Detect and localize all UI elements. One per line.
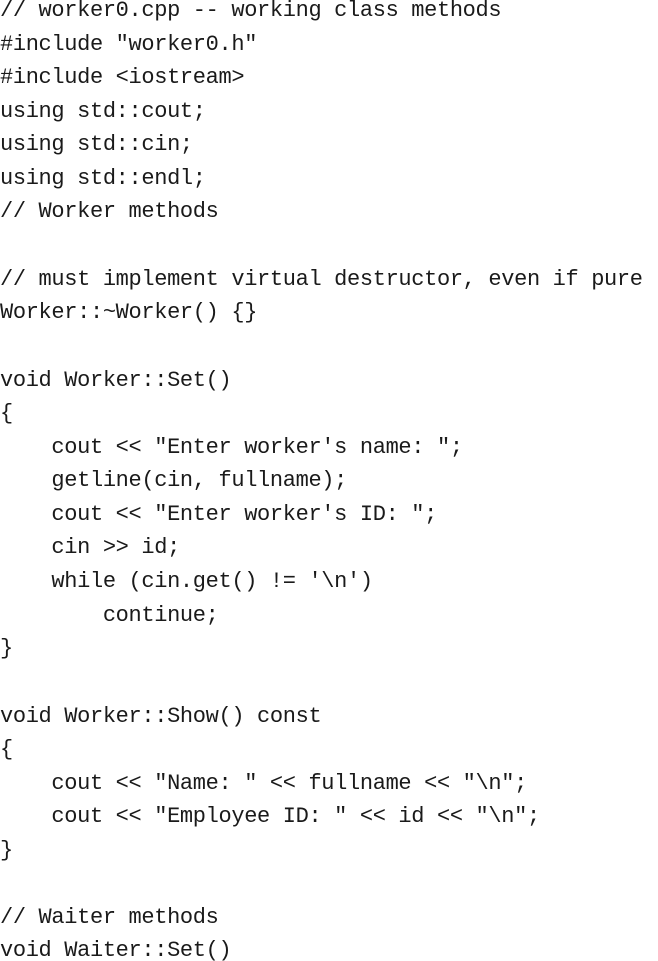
code-line: cout << "Name: " << fullname << "\n"; bbox=[0, 771, 527, 796]
code-line: // worker0.cpp -- working class methods bbox=[0, 0, 502, 23]
code-line: void Worker::Set() bbox=[0, 368, 232, 393]
code-line: using std::endl; bbox=[0, 166, 206, 191]
code-line: #include "worker0.h" bbox=[0, 32, 258, 57]
code-line: { bbox=[0, 401, 13, 426]
code-line: Worker::~Worker() {} bbox=[0, 300, 258, 325]
code-line: cout << "Employee ID: " << id << "\n"; bbox=[0, 804, 540, 829]
code-line: void Waiter::Set() bbox=[0, 938, 232, 961]
code-line: while (cin.get() != '\n') bbox=[0, 569, 373, 594]
code-line: // must implement virtual destructor, ev… bbox=[0, 267, 643, 292]
code-line: cout << "Enter worker's name: "; bbox=[0, 435, 463, 460]
code-line: getline(cin, fullname); bbox=[0, 468, 348, 493]
code-line: // Waiter methods bbox=[0, 905, 219, 930]
code-line: } bbox=[0, 838, 13, 863]
code-line: // Worker methods bbox=[0, 199, 219, 224]
code-line: } bbox=[0, 636, 13, 661]
code-line: using std::cout; bbox=[0, 99, 206, 124]
code-line: void Worker::Show() const bbox=[0, 704, 322, 729]
code-line: cout << "Enter worker's ID: "; bbox=[0, 502, 437, 527]
code-line: cin >> id; bbox=[0, 535, 180, 560]
code-line: using std::cin; bbox=[0, 132, 193, 157]
code-line: { bbox=[0, 737, 13, 762]
code-line: continue; bbox=[0, 603, 219, 628]
code-line: #include <iostream> bbox=[0, 65, 245, 90]
